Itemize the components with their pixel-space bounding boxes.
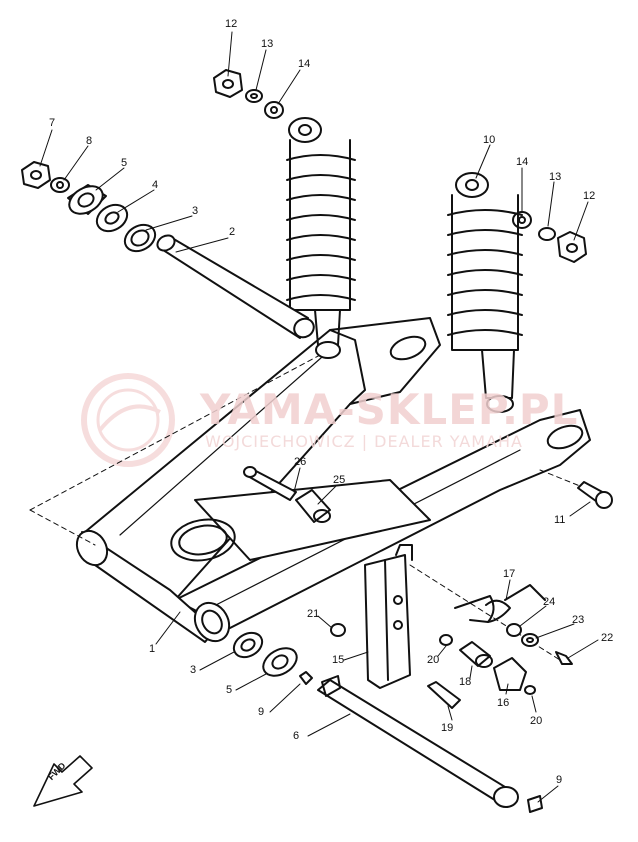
- part-label-17: 17: [503, 568, 516, 580]
- pivot-hardware-upper: [21, 161, 157, 253]
- part-label-3-lower: 3: [190, 664, 197, 676]
- part-label-20-lower: 20: [530, 715, 543, 727]
- leader-lines: [39, 31, 599, 803]
- part-label-14-right: 14: [516, 156, 529, 168]
- part-label-22: 22: [601, 632, 614, 644]
- brake-bracket: [364, 544, 413, 689]
- part-label-23: 23: [572, 614, 585, 626]
- part-label-26: 26: [294, 456, 307, 468]
- pivot-shaft: [317, 675, 543, 813]
- part-label-7: 7: [49, 117, 56, 129]
- part-label-20-upper: 20: [427, 654, 440, 666]
- part-label-11: 11: [554, 514, 566, 526]
- part-label-12-right: 12: [583, 190, 596, 202]
- part-label-16: 16: [497, 697, 510, 709]
- part-label-13-upper-left: 13: [261, 38, 274, 50]
- swing-arm: [75, 317, 591, 643]
- part-label-5-lower: 5: [226, 684, 233, 696]
- part-label-3-upper: 3: [192, 205, 199, 217]
- part-label-19: 19: [441, 722, 454, 734]
- axle-bolt: [577, 481, 613, 509]
- part-label-12-upper-left: 12: [225, 18, 238, 30]
- shock-absorber-left: [286, 117, 356, 359]
- part-label-18: 18: [459, 676, 472, 688]
- part-label-1: 1: [149, 643, 156, 655]
- watermark-logo-icon: [81, 373, 175, 467]
- small-hardware: [330, 584, 573, 709]
- pivot-collar: [156, 234, 315, 339]
- part-label-10: 10: [483, 134, 496, 146]
- part-label-25: 25: [333, 474, 346, 486]
- part-label-5-upper: 5: [121, 157, 128, 169]
- shock-top-hardware-left: [213, 69, 284, 119]
- part-label-14-upper-left: 14: [298, 58, 311, 70]
- shock-top-hardware-right: [512, 211, 587, 263]
- forward-arrow-icon: [33, 755, 93, 807]
- part-label-24: 24: [543, 596, 556, 608]
- watermark-subtitle: WOJCIECHOWICZ | DEALER YAMAHA: [205, 432, 523, 451]
- shock-absorber-right: [447, 172, 523, 413]
- part-label-9-right: 9: [556, 774, 563, 786]
- part-label-13-right: 13: [549, 171, 562, 183]
- part-label-9-left: 9: [258, 706, 265, 718]
- part-label-15: 15: [332, 654, 345, 666]
- pivot-hardware-lower: [232, 631, 313, 685]
- part-label-21: 21: [307, 608, 320, 620]
- chain-guide-bolt: [243, 466, 331, 523]
- part-label-8: 8: [86, 135, 93, 147]
- watermark-title: YAMA-SKLEP.PL: [200, 385, 579, 434]
- part-label-2: 2: [229, 226, 236, 238]
- part-label-4: 4: [152, 179, 159, 191]
- part-label-6: 6: [293, 730, 300, 742]
